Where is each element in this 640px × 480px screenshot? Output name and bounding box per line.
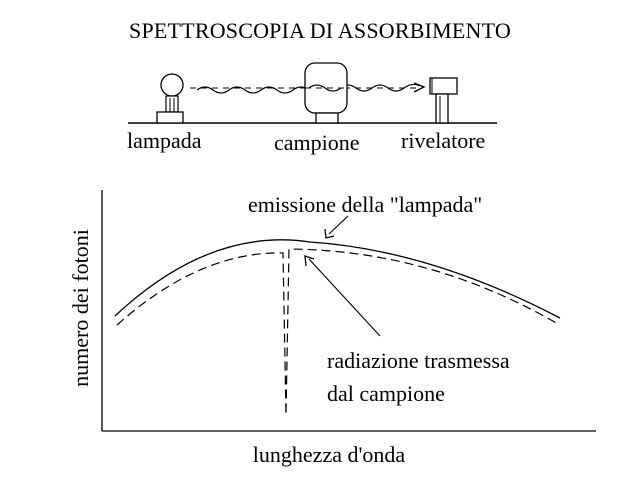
- transmitted-radiation-curve: [116, 248, 559, 416]
- transmitted-arrowhead-icon: [304, 255, 315, 267]
- emission-pointer-line: [328, 215, 349, 235]
- beam-arrowhead-icon: [413, 82, 426, 93]
- y-axis-label: numero dei fotoni: [68, 229, 93, 387]
- emission-arrowhead-icon: [324, 228, 335, 239]
- diagram-title: SPETTROSCOPIA DI ASSORBIMENTO: [129, 18, 511, 43]
- emission-label: emissione della "lampada": [248, 192, 483, 217]
- detector-label: rivelatore: [401, 128, 486, 153]
- x-axis-label: lunghezza d'onda: [252, 442, 406, 467]
- sample-icon: [304, 62, 348, 124]
- lamp-icon: [156, 73, 184, 124]
- spectrum-graph: [101, 190, 596, 432]
- transmitted-label-line1: radiazione trasmessa: [327, 348, 510, 373]
- detector-icon: [429, 77, 458, 124]
- apparatus: [128, 62, 497, 124]
- transmitted-pointer-line: [308, 258, 381, 337]
- sample-label: campione: [274, 130, 360, 155]
- lamp-label: lampada: [127, 128, 202, 153]
- transmitted-label-line2: dal campione: [327, 381, 445, 406]
- lamp-emission-curve: [114, 239, 561, 319]
